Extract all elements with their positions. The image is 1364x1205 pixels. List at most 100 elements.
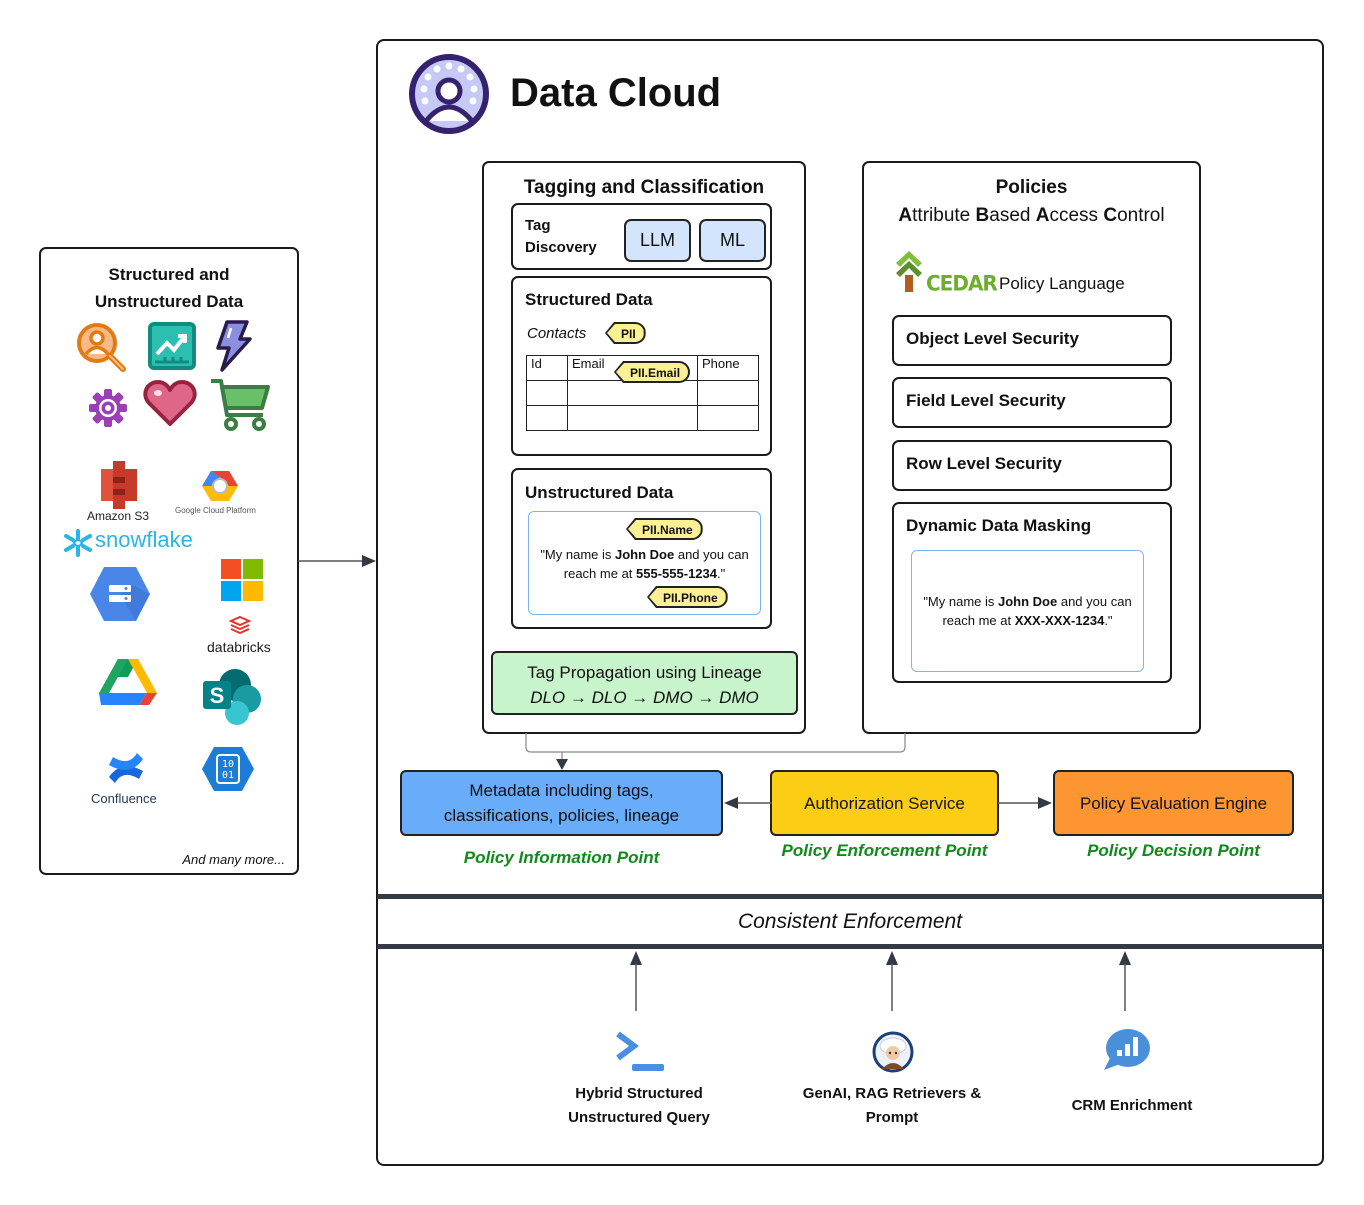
abac-initial: B	[975, 205, 990, 226]
lineage-flow: DLO → DLO → DMO → DMO	[530, 688, 759, 707]
azure-blob-storage-icon: 10 01	[202, 747, 254, 791]
databricks-icon	[229, 615, 251, 635]
field-level-security-box[interactable]: Field Level Security	[892, 377, 1172, 428]
snowflake-label: snowflake	[95, 527, 193, 552]
panels-to-metadata-connector	[525, 733, 906, 770]
masked-sample-text: "My name is John Doe and you can reach m…	[911, 550, 1144, 672]
dynamic-data-masking-box: Dynamic Data Masking "My name is John Do…	[892, 502, 1172, 683]
ml-method-chip[interactable]: ML	[699, 219, 766, 262]
tag-discovery-label-line1: Tag	[525, 217, 551, 234]
confluence-icon	[109, 753, 143, 783]
shopping-cart-icon	[211, 379, 270, 431]
databricks-label: databricks	[207, 639, 271, 655]
pii-email-tag[interactable]: PII.Email	[614, 361, 691, 383]
table-cell	[697, 405, 759, 431]
microsoft-icon	[221, 559, 263, 601]
crm-enrichment-label-line1: CRM Enrichment	[1071, 1097, 1193, 1114]
svg-text:S: S	[210, 683, 225, 708]
table-cell	[526, 380, 568, 406]
crm-enrichment-label: CRM Enrichment	[1030, 1094, 1234, 1118]
data-cloud-title: Data Cloud	[510, 71, 722, 115]
policy-evaluation-engine-box[interactable]: Policy Evaluation Engine	[1053, 770, 1294, 836]
policies-title: Policies	[995, 177, 1068, 198]
pii-tag[interactable]: PII	[605, 322, 646, 344]
pep-to-pip-arrow	[724, 797, 772, 809]
sentence-part: ."	[1104, 613, 1113, 628]
abac-initial: A	[898, 205, 913, 226]
sentence-name: John Doe	[615, 547, 675, 562]
table-cell	[697, 380, 759, 406]
abac-word: ontrol	[1117, 205, 1165, 226]
table-row	[526, 380, 759, 406]
sources-to-data-cloud-arrow	[298, 555, 376, 567]
pii-tag-label: PII	[607, 324, 644, 342]
tag-discovery-box: Tag Discovery LLM ML	[511, 203, 772, 270]
policy-decision-point-label: Policy Decision Point	[1087, 841, 1260, 860]
sentence-phone: 555-555-1234	[636, 566, 717, 581]
confluence-logo: Confluence	[77, 747, 177, 809]
genai-rag-label-line2: Prompt	[865, 1109, 919, 1126]
heart-icon	[143, 380, 197, 426]
policy-evaluation-engine-text: Policy Evaluation Engine	[1079, 793, 1268, 813]
terminal-icon	[616, 1031, 664, 1071]
einstein-avatar-icon	[872, 1031, 914, 1073]
unstructured-sentence: "My name is John Doe and you can reach m…	[529, 545, 760, 583]
row-level-security-box[interactable]: Row Level Security	[892, 440, 1172, 491]
object-level-security-box[interactable]: Object Level Security	[892, 315, 1172, 366]
contacts-entity-label: Contacts	[527, 325, 587, 342]
tag-propagation-box: Tag Propagation using Lineage DLO → DLO …	[491, 651, 798, 715]
google-drive-icon	[99, 659, 157, 705]
abac-word: ttribute	[912, 205, 976, 226]
confluence-label: Confluence	[91, 791, 157, 806]
llm-method-chip[interactable]: LLM	[624, 219, 691, 262]
crm-up-arrow	[1119, 951, 1131, 1011]
metadata-pip-text: Metadata including tags, classifications…	[443, 781, 680, 825]
hybrid-query-label: Hybrid Structured Unstructured Query	[540, 1082, 738, 1130]
tagging-title: Tagging and Classification	[523, 177, 765, 198]
table-cell	[567, 380, 698, 406]
unstructured-data-box: Unstructured Data "My name is John Doe a…	[511, 468, 772, 629]
structured-data-box: Structured Data Contacts PII Id Email Ph…	[511, 276, 772, 456]
data-sources-title-line1: Structured and	[108, 265, 230, 284]
sentence-name: John Doe	[998, 594, 1058, 609]
chat-analytics-icon	[1104, 1029, 1150, 1070]
masked-sentence: "My name is John Doe and you can reach m…	[912, 592, 1143, 630]
amazon-s3-label: Amazon S3	[87, 509, 150, 523]
metadata-pip-box[interactable]: Metadata including tags, classifications…	[400, 770, 723, 836]
abac-word: ccess	[1049, 205, 1104, 226]
sentence-part: "My name is	[540, 547, 615, 562]
abac-title: Attribute Based Access Control	[864, 205, 1199, 227]
abac-initial: C	[1103, 205, 1118, 226]
hybrid-query-label-line1: Hybrid Structured	[575, 1085, 703, 1102]
consistent-enforcement-label: Consistent Enforcement	[737, 910, 963, 933]
genai-rag-label: GenAI, RAG Retrievers & Prompt	[780, 1082, 1004, 1130]
abac-word: ased	[989, 205, 1036, 226]
sentence-part: "My name is	[923, 594, 998, 609]
column-id: Id	[526, 355, 568, 381]
tag-discovery-label: Tag Discovery	[525, 215, 597, 259]
authorization-service-text: Authorization Service	[804, 793, 965, 813]
dynamic-data-masking-title: Dynamic Data Masking	[906, 516, 1092, 535]
cedar-logo-text: CEDAR	[926, 270, 998, 296]
abac-initial: A	[1035, 205, 1050, 226]
sentence-part: ."	[717, 566, 726, 581]
hybrid-query-label-line2: Unstructured Query	[568, 1109, 710, 1126]
lightning-icon	[216, 320, 252, 372]
data-cloud-logo-icon	[409, 54, 489, 134]
unstructured-data-title: Unstructured Data	[525, 483, 674, 502]
search-person-icon	[77, 323, 126, 372]
sentence-masked-phone: XXX-XXX-1234	[1014, 613, 1105, 628]
table-cell	[567, 405, 698, 431]
pii-name-tag[interactable]: PII.Name	[626, 518, 703, 540]
pii-name-tag-label: PII.Name	[628, 520, 701, 538]
authorization-service-box[interactable]: Authorization Service	[770, 770, 999, 836]
pii-email-tag-label: PII.Email	[616, 363, 689, 381]
data-sources-title-line2: Unstructured Data	[94, 292, 244, 311]
google-cloud-label: Google Cloud Platform	[175, 506, 256, 515]
amazon-s3-logo: Amazon S3	[85, 461, 153, 525]
policy-information-point-label: Policy Information Point	[463, 848, 660, 867]
query-up-arrow	[630, 951, 642, 1011]
amazon-s3-icon	[101, 461, 137, 509]
databricks-logo: databricks	[205, 615, 279, 661]
pii-phone-tag[interactable]: PII.Phone	[647, 586, 728, 608]
